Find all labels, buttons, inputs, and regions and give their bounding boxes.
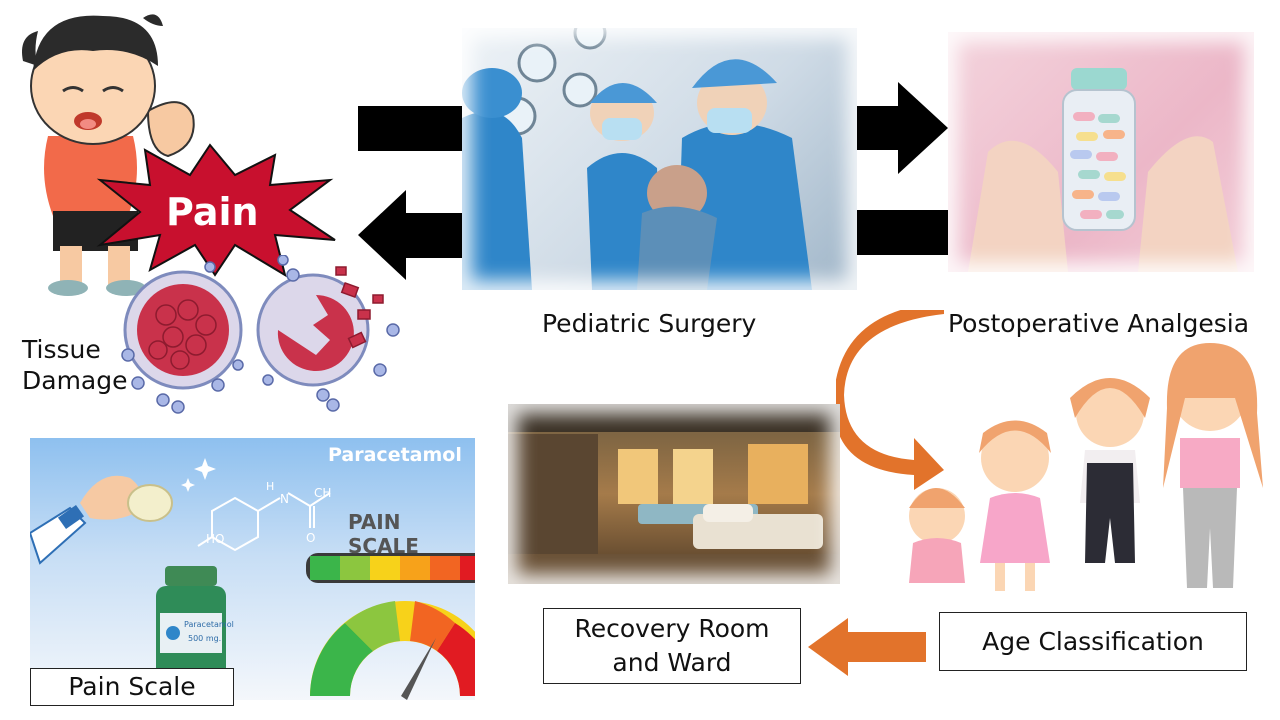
analgesic-pills-photo — [948, 32, 1254, 272]
pain-scale-box: Pain Scale — [30, 668, 234, 706]
pain-burst-label: Pain — [166, 190, 259, 234]
arrow-surgery-to-analgesia — [853, 82, 948, 174]
recovery-room-box: Recovery Room and Ward — [543, 608, 801, 684]
recovery-ward-photo — [508, 404, 840, 584]
damaged-tissue-cells-illustration — [121, 255, 400, 414]
bottle-dose: 500 mg. — [188, 634, 222, 643]
arrow-to-surgery — [358, 106, 468, 151]
arrow-from-analgesia — [853, 210, 948, 255]
pain-scale-title: PAIN SCALE — [348, 510, 419, 558]
bottle-label: Paracetamol — [184, 620, 234, 629]
tissue-damage-label: Tissue Damage — [22, 335, 128, 396]
children-age-groups-illustration — [909, 343, 1263, 591]
age-classification-box: Age Classification — [939, 612, 1247, 671]
child-in-pain-illustration — [22, 14, 195, 296]
pediatric-surgery-label: Pediatric Surgery — [542, 309, 757, 338]
postoperative-analgesia-label: Postoperative Analgesia — [948, 309, 1250, 338]
paracetamol-title: Paracetamol — [328, 444, 462, 466]
arrow-surgery-to-pain — [358, 190, 468, 280]
chem-ho-label: HO — [206, 532, 225, 546]
curved-arrow-analgesia-to-age — [836, 310, 944, 490]
chem-n-label: N — [280, 492, 289, 506]
paracetamol-pain-scale-panel: Paracetamol PAIN SCALE HO H N CH O Parac… — [30, 438, 475, 700]
pediatric-surgery-photo — [462, 28, 857, 290]
arrow-age-to-recovery — [808, 618, 926, 676]
chem-ch3-label: CH — [314, 486, 332, 500]
chem-o-label: O — [306, 531, 316, 545]
chem-h-label: H — [266, 480, 275, 493]
pain-burst-shape — [96, 143, 336, 278]
